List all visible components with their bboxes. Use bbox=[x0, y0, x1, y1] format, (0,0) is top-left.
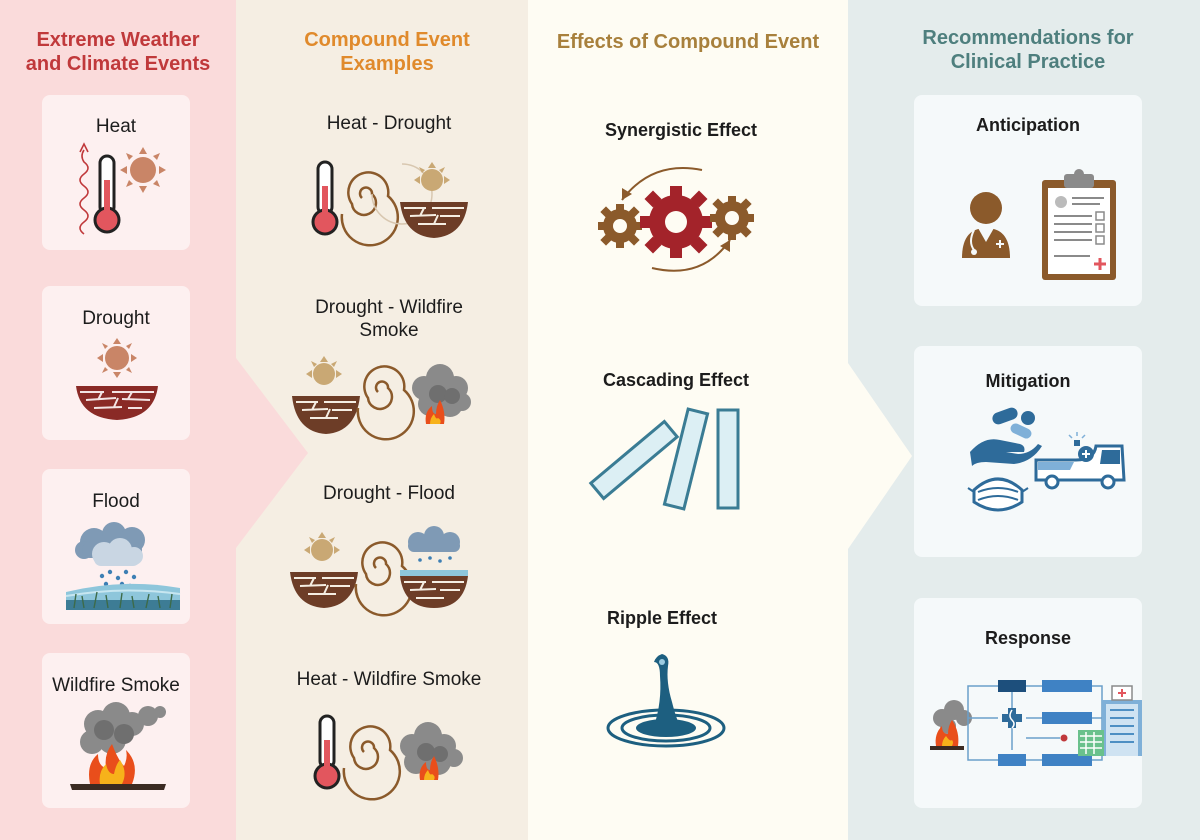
water-drop-icon bbox=[606, 654, 726, 748]
drought-wildfire-smoke-icon bbox=[292, 356, 471, 441]
doctor-clipboard-icon bbox=[962, 169, 1116, 280]
heat-drought-icon bbox=[311, 160, 468, 247]
title-line: and Climate Events bbox=[25, 53, 211, 75]
flood-label: Flood bbox=[92, 491, 140, 512]
title-line: Recommendations for bbox=[922, 27, 1134, 49]
heat-wildfire-smoke-label: Heat - Wildfire Smoke bbox=[236, 668, 542, 691]
effects-title: Effects of Compound Event bbox=[528, 30, 848, 54]
heat-wildfire-smoke-icon bbox=[313, 714, 463, 801]
response-label: Response bbox=[984, 628, 1072, 648]
ripple-effect-label: Ripple Effect bbox=[606, 608, 717, 628]
gears-icon bbox=[598, 167, 754, 272]
title-line: Clinical Practice bbox=[950, 51, 1106, 73]
drought-flood-icon bbox=[290, 526, 468, 617]
label-line: Heat - Wildfire Smoke bbox=[296, 669, 482, 690]
cascading-effect-label: Cascading Effect bbox=[602, 370, 750, 390]
sun-cracked-earth-icon bbox=[76, 338, 158, 420]
heat-drought-label: Heat - Drought bbox=[236, 112, 542, 135]
label-line: Smoke bbox=[359, 320, 419, 341]
title-line: Extreme Weather bbox=[36, 29, 200, 51]
recommendations-title: Recommendations for Clinical Practice bbox=[848, 26, 1200, 74]
wildfire-smoke-icon bbox=[70, 702, 166, 790]
label-line: Heat - Drought bbox=[326, 113, 452, 134]
heat-label: Heat bbox=[95, 116, 137, 137]
rain-flood-icon bbox=[65, 522, 181, 610]
dominoes-icon bbox=[588, 407, 740, 511]
title-line: Examples bbox=[340, 53, 434, 75]
mitigation-icon bbox=[967, 407, 1126, 512]
mitigation-label: Mitigation bbox=[985, 371, 1071, 391]
label-line: Drought - Flood bbox=[322, 483, 455, 504]
label-line: Drought - Wildfire bbox=[315, 297, 463, 318]
drought-flood-label: Drought - Flood bbox=[236, 482, 542, 505]
flow-arrow-1 bbox=[236, 358, 308, 548]
drought-label: Drought bbox=[82, 308, 150, 329]
response-flowchart-icon bbox=[930, 680, 1142, 766]
synergistic-effect-label: Synergistic Effect bbox=[604, 120, 758, 140]
drought-wildfire-smoke-label: Drought - Wildfire Smoke bbox=[236, 296, 542, 342]
heat-icon bbox=[79, 142, 166, 235]
title-line: Compound Event bbox=[304, 29, 470, 51]
weather-events-title: Extreme Weather and Climate Events bbox=[0, 28, 236, 76]
anticipation-label: Anticipation bbox=[976, 115, 1080, 135]
flow-arrow-3 bbox=[848, 363, 912, 549]
wildfire-smoke-label: Wildfire Smoke bbox=[52, 675, 180, 696]
title-line: Effects of Compound Event bbox=[556, 31, 820, 53]
compound-examples-title: Compound Event Examples bbox=[236, 28, 538, 76]
